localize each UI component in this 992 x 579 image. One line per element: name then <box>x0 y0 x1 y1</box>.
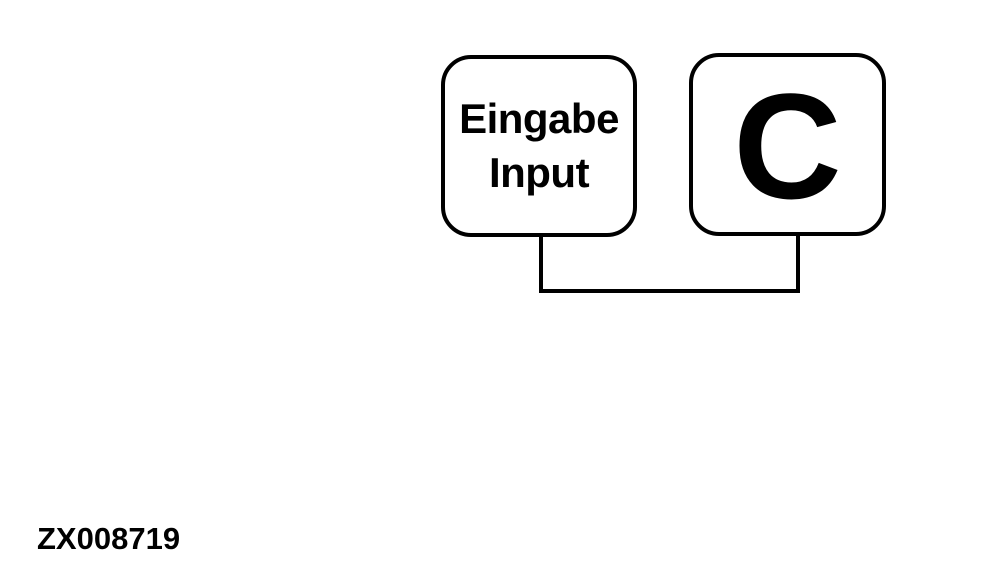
clear-key-symbol: C <box>733 61 842 230</box>
input-key-label-english: Input <box>488 149 590 196</box>
input-key: Eingabe Input <box>441 55 637 237</box>
input-key-label-german: Eingabe <box>459 95 619 142</box>
clear-key: C <box>689 53 886 236</box>
connector-path <box>539 235 800 293</box>
figure-code: ZX008719 <box>37 521 181 556</box>
